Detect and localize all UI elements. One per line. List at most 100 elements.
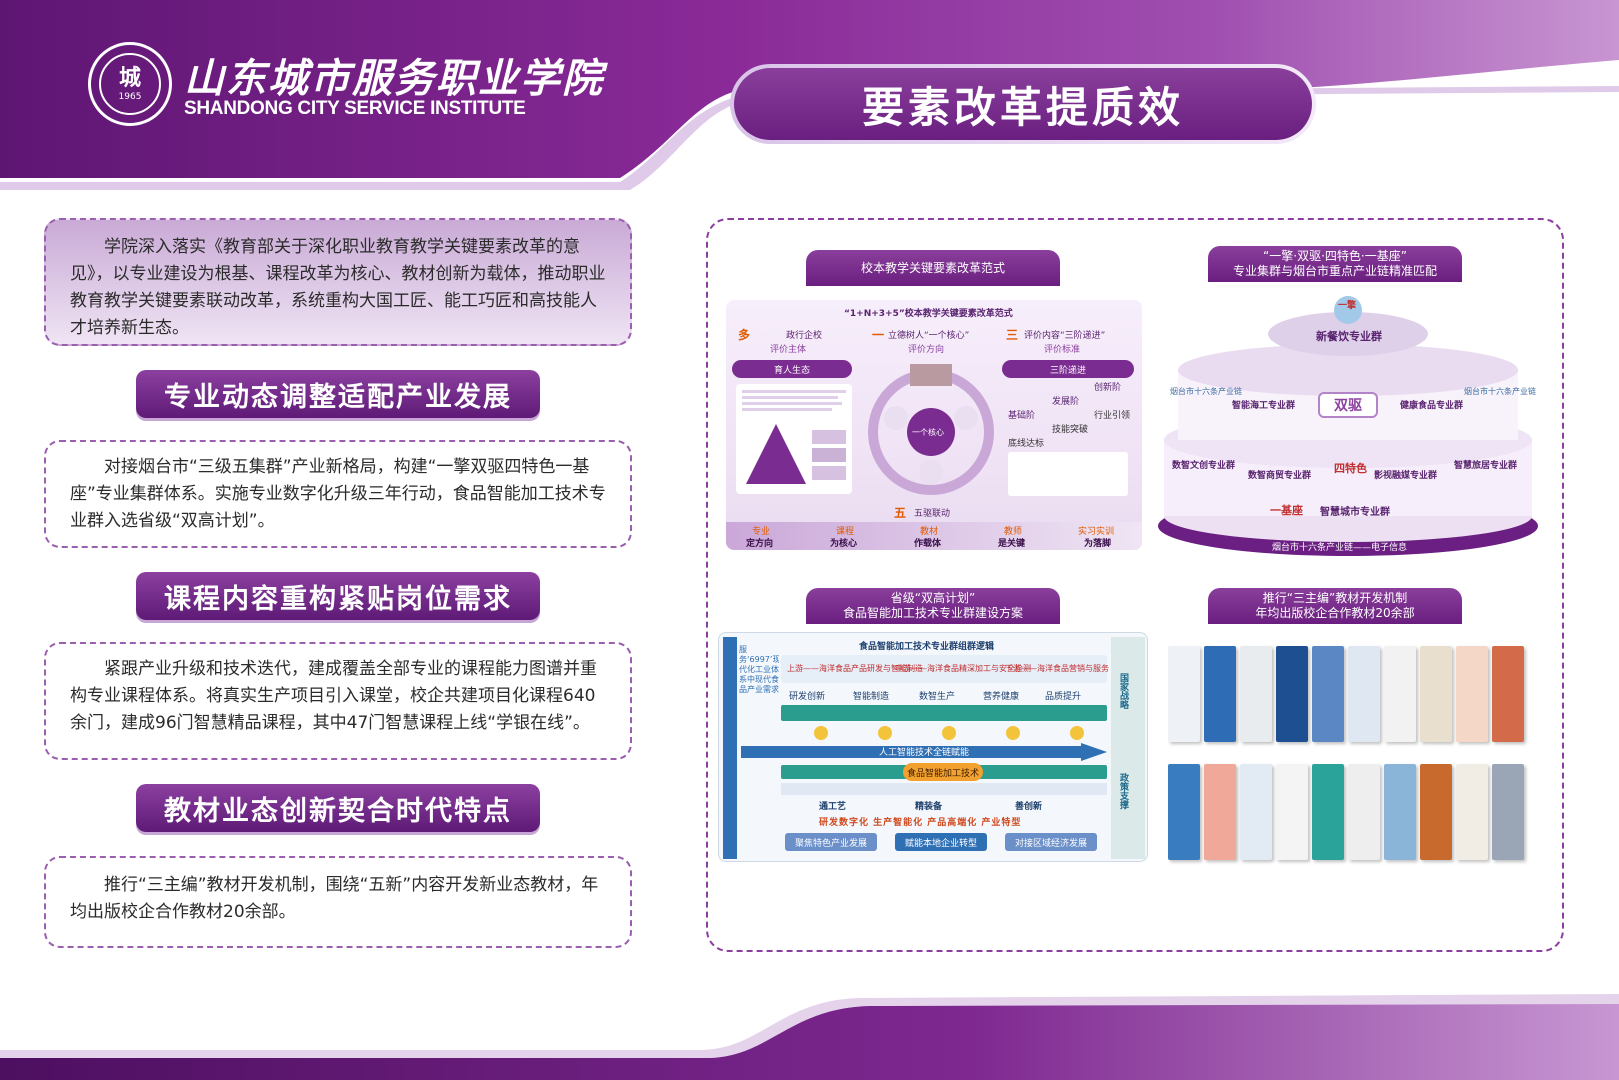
school-name-en: SHANDONG CITY SERVICE INSTITUTE: [184, 98, 526, 119]
pyramid-icon: [742, 390, 846, 484]
panel3-dots: [814, 726, 1084, 740]
panel4-label: 推行“三主编”教材开发机制 年均出版校企合作教材20余部: [1208, 588, 1462, 624]
panel3-title: 食品智能加工技术专业群组群逻辑: [859, 642, 995, 652]
panel3-bottom-2: 赋能本地企业转型: [895, 833, 987, 851]
panel1-col2-sub: 评价方向: [908, 345, 945, 355]
page-title: 要素改革提质效: [734, 68, 1312, 140]
panel3-side-left: 服务‘6997’现代化工业体系中现代食品产业需求: [739, 645, 779, 694]
panel3-step-1: 研发创新: [789, 692, 826, 702]
seal-glyph: 城: [118, 64, 141, 91]
panel1-col1-tag: 多: [738, 328, 751, 342]
panel3-diagram: 国家战略 政策支撑 食品智能加工技术专业群组群逻辑 上游——海洋食品产品研发与智…: [718, 632, 1148, 862]
panel2-left-cluster: 智能海工专业群: [1232, 401, 1296, 411]
panel1-bottom-5-top: 实习实训: [1078, 527, 1115, 537]
panel3-arrow-icon: [741, 743, 1107, 761]
panel2-base: 智慧城市专业群: [1320, 507, 1390, 518]
panel3-slogan-3: 善创新: [1015, 802, 1043, 812]
panel3-label-line1: 省级“双高计划”: [890, 591, 976, 605]
panel3-right-bar: [1111, 637, 1145, 859]
school-logo: 城 1965 山东城市服务职业学院 SHANDONG CITY SERVICE …: [88, 42, 602, 134]
book-cover: [1204, 764, 1236, 860]
panel2-right-cluster: 健康食品专业群: [1400, 401, 1464, 411]
panel1-col1-content: [736, 384, 852, 494]
panel1-bottom-1-top: 专业: [752, 527, 771, 537]
book-cover: [1204, 646, 1236, 742]
panel1-note-1: 底线达标: [1008, 439, 1045, 449]
panel3-label-line2: 食品智能加工技术专业群建设方案: [842, 606, 1023, 620]
panel2-chain: 烟台市十六条产业链——电子信息: [1272, 543, 1408, 553]
panel2-left-note: 烟台市十六条产业链: [1170, 387, 1242, 396]
panel1-core-label: 一个核心: [912, 428, 944, 437]
panel2-label-line2: 专业集群与烟台市重点产业链精准匹配: [1232, 264, 1437, 278]
book-cover: [1312, 646, 1344, 742]
intro-paragraph: 学院深入落实《教育部关于深化职业教育教学关键要素改革的意见》，以专业建设为根基、…: [44, 218, 632, 346]
book-cover: [1168, 764, 1200, 860]
panel1-label: 校本教学关键要素改革范式: [806, 250, 1060, 286]
page-title-frame: 要素改革提质效: [730, 64, 1316, 144]
panel3-slogan-2: 精装备: [915, 802, 943, 812]
panel1-col3-sub: 评价标准: [1044, 345, 1081, 355]
panel1-bottom-band: [726, 522, 1142, 550]
panel1-col3-bar: 三阶递进: [1002, 360, 1134, 378]
panel3-flow-3: 下游——海洋食品营销与服务: [1005, 664, 1109, 673]
panel1-step-2: 发展阶: [1052, 397, 1080, 407]
panel1-col3-images: [1008, 452, 1128, 496]
panel4-label-line2: 年均出版校企合作教材20余部: [1255, 606, 1415, 620]
book-cover: [1168, 646, 1200, 742]
section-heading-major: 专业动态调整适配产业发展: [136, 370, 540, 418]
panel2-base-tag: 一基座: [1270, 504, 1303, 517]
panel1-bottom-4-top: 教师: [1004, 527, 1023, 537]
panel1-bottom-3-top: 教材: [920, 527, 939, 537]
bottom-banner: [0, 994, 1619, 1080]
book-cover: [1384, 646, 1416, 742]
book-cover: [1456, 646, 1488, 742]
panel3-row-a: [781, 705, 1107, 721]
panel2-engine: 一擎: [1338, 301, 1357, 311]
book-cover: [1240, 764, 1272, 860]
panel1-title: “1+N+3+5”校本教学关键要素改革范式: [844, 309, 1013, 319]
book-cover: [1348, 646, 1380, 742]
book-cover: [1420, 646, 1452, 742]
figure-panel: 校本教学关键要素改革范式 “1+N+3+5”校本教学关键要素改革范式 多 政行企…: [706, 218, 1564, 952]
panel1-step-1: 基础阶: [1008, 411, 1036, 421]
panel2-drive: 双驱: [1318, 392, 1378, 418]
book-cover: [1312, 764, 1344, 860]
panel1-diagram: “1+N+3+5”校本教学关键要素改革范式 多 政行企校 评价主体 育人生态 一…: [726, 300, 1142, 550]
book-cover: [1384, 764, 1416, 860]
school-name-cn: 山东城市服务职业学院: [184, 55, 604, 102]
core-circle-diagram: [868, 364, 994, 495]
section-body-course: 紧跟产业升级和技术迭代，建成覆盖全部专业的课程能力图谱并重构专业课程体系。将真实…: [44, 642, 632, 760]
panel3-step-3: 数智生产: [919, 692, 956, 702]
panel1-col1-bar: 育人生态: [732, 360, 852, 378]
panel1-col2-tag: 一: [872, 328, 885, 342]
book-cover: [1456, 764, 1488, 860]
panel1-note-2: 技能突破: [1052, 425, 1089, 435]
panel3-side-right-top: 国家战略: [1118, 673, 1128, 709]
panel3-step-4: 营养健康: [983, 692, 1020, 702]
panel1-bottom-5-bot: 为落脚: [1084, 539, 1112, 549]
section-heading-course: 课程内容重构紧贴岗位需求: [136, 572, 540, 620]
panel3-flow-2: 中游——海洋食品精深加工与安全检测: [895, 664, 1031, 673]
panel1-col2-head: 立德树人“一个核心”: [888, 331, 970, 341]
book-cover: [1348, 764, 1380, 860]
panel1-bottom-1-bot: 定方向: [746, 539, 774, 549]
panel2-feature-3: 影视融媒专业群: [1374, 471, 1438, 481]
section-heading-textbook: 教材业态创新契合时代特点: [136, 784, 540, 832]
panel3-step-2: 智能制造: [853, 692, 890, 702]
panel1-bottom-2-bot: 为核心: [830, 539, 858, 549]
school-seal-icon: 城 1965: [88, 42, 172, 126]
panel2-top-cluster: 新餐饮专业群: [1316, 330, 1382, 343]
panel2-feature-2: 数智商贸专业群: [1248, 471, 1312, 481]
panel3-bottom-3: 对接区域经济发展: [1005, 833, 1097, 851]
panel3-slogan-1: 通工艺: [819, 802, 847, 812]
panel1-step-3: 创新阶: [1094, 383, 1122, 393]
panel1-five-tag: 五: [894, 506, 907, 520]
panel3-flow-1: 上游——海洋食品产品研发与智能制造: [787, 664, 923, 673]
panel2-feature: 四特色: [1334, 462, 1367, 475]
panel3-row-c: [781, 783, 1107, 795]
stage-diagram: [1158, 296, 1538, 556]
panel3-flow-band: [781, 655, 1107, 683]
panel1-note-3: 行业引领: [1094, 411, 1131, 421]
panel4-label-line1: 推行“三主编”教材开发机制: [1262, 591, 1408, 605]
textbook-covers: [1168, 632, 1548, 872]
